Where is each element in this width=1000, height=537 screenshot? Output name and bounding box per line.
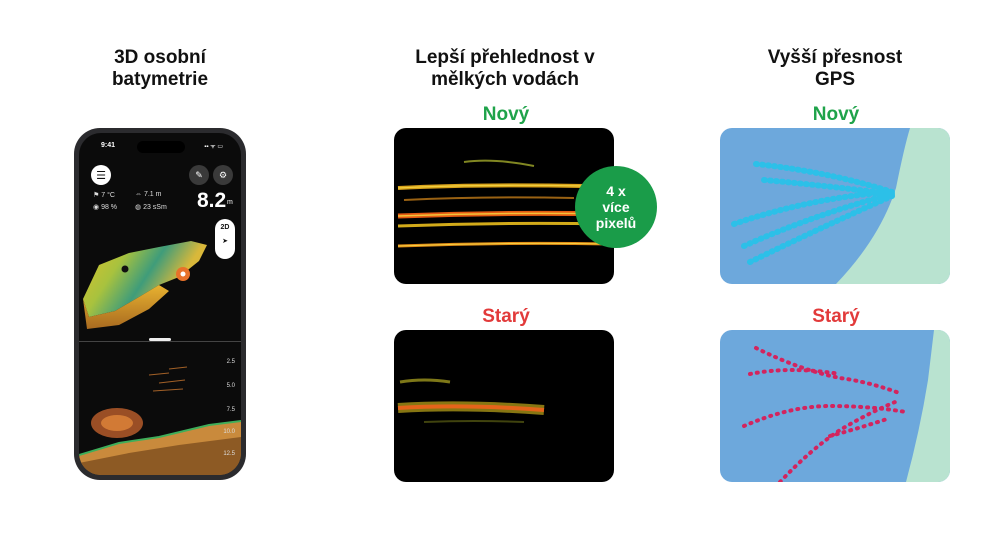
title-shallow-clarity: Lepší přehlednost v mělkých vodách bbox=[385, 47, 625, 91]
settings-button[interactable]: ⚙ bbox=[213, 165, 233, 185]
distance-value: ⇔ 7.1 m bbox=[135, 191, 162, 198]
navigate-icon[interactable]: ➤ bbox=[222, 238, 228, 245]
label-old-gps: Starý bbox=[812, 306, 860, 327]
bottom-line bbox=[79, 420, 241, 456]
boat-marker bbox=[121, 265, 129, 273]
battery-text: 98 % bbox=[101, 204, 118, 211]
status-time: 9:41 bbox=[101, 142, 116, 149]
title-bathymetry: 3D osobní batymetrie bbox=[90, 47, 230, 91]
status-icons: ▪▪ ᯤ ▭ bbox=[204, 144, 223, 150]
bathymetry-3d-map bbox=[83, 241, 207, 329]
battery-value: ◉ 98 % bbox=[93, 204, 118, 211]
phone-mockup: 9:41 ▪▪ ᯤ ▭ ☰ ✎ ⚙ ⚑ 7 °C ◉ 98 % ⇔ 7.1 m … bbox=[74, 128, 246, 480]
fish-arches bbox=[148, 366, 188, 392]
sonar-old-returns bbox=[397, 378, 545, 423]
menu-button[interactable]: ☰ bbox=[91, 165, 111, 185]
label-new-gps: Nový bbox=[812, 104, 860, 125]
signal-text: 23 sSm bbox=[143, 204, 167, 211]
distance-text: 7.1 m bbox=[143, 191, 162, 198]
shoreline-land bbox=[906, 330, 950, 482]
sonar-old-panel bbox=[394, 330, 614, 482]
drag-handle[interactable] bbox=[149, 338, 171, 341]
title-line: batymetrie bbox=[111, 69, 209, 90]
bathymetry-side bbox=[83, 285, 169, 329]
pen-button[interactable]: ✎ bbox=[189, 165, 209, 185]
divider bbox=[79, 341, 241, 342]
badge-line: pixelů bbox=[595, 215, 637, 231]
signal-value: ◍ 23 sSm bbox=[135, 204, 167, 211]
title-line: GPS bbox=[814, 69, 856, 90]
depth-scale-label: 5.0 bbox=[226, 383, 235, 389]
badge-line: 4 x bbox=[606, 183, 626, 199]
view-toggle[interactable]: 2D ➤ bbox=[215, 219, 235, 259]
depth-unit: m bbox=[227, 199, 233, 206]
gps-old-map bbox=[742, 330, 950, 482]
bathymetry-surface bbox=[83, 241, 207, 317]
label-old-sonar: Starý bbox=[482, 306, 530, 327]
label-new-sonar: Nový bbox=[482, 104, 530, 125]
bottom-substrate bbox=[79, 437, 241, 475]
phone-screen: 9:41 ▪▪ ᯤ ▭ ☰ ✎ ⚙ ⚑ 7 °C ◉ 98 % ⇔ 7.1 m … bbox=[79, 133, 241, 475]
gps-old-panel bbox=[720, 330, 950, 482]
view-mode-label[interactable]: 2D bbox=[220, 224, 230, 231]
location-pin-dot bbox=[180, 271, 186, 277]
title-line: mělkých vodách bbox=[431, 69, 579, 90]
pixel-badge: 4 x více pixelů bbox=[575, 166, 657, 248]
title-line: Vyšší přesnost bbox=[767, 47, 903, 68]
phone-sonar-view bbox=[79, 366, 241, 475]
depth-scale-label: 12.5 bbox=[223, 451, 235, 457]
bait-ball-core bbox=[101, 415, 133, 431]
depth-readout: 8.2 bbox=[197, 189, 227, 212]
sonar-new-panel bbox=[394, 128, 614, 284]
gps-new-map bbox=[731, 128, 950, 284]
gps-new-panel bbox=[720, 128, 950, 284]
temperature-value: ⚑ 7 °C bbox=[93, 192, 115, 199]
dynamic-island bbox=[137, 141, 185, 153]
gps-new-tracks bbox=[731, 161, 895, 265]
title-line: 3D osobní bbox=[114, 47, 206, 68]
gps-old-tracks bbox=[742, 346, 908, 482]
temperature-text: 7 °C bbox=[101, 192, 115, 199]
depth-scale-label: 10.0 bbox=[223, 429, 235, 435]
shoreline-land bbox=[836, 128, 950, 284]
title-gps-accuracy: Vyšší přesnost GPS bbox=[735, 47, 935, 91]
depth-scale-label: 7.5 bbox=[226, 407, 235, 413]
badge-line: více bbox=[602, 199, 630, 215]
depth-scale-label: 2.5 bbox=[226, 359, 235, 365]
title-line: Lepší přehlednost v bbox=[415, 47, 595, 68]
sonar-old-image bbox=[397, 378, 545, 423]
